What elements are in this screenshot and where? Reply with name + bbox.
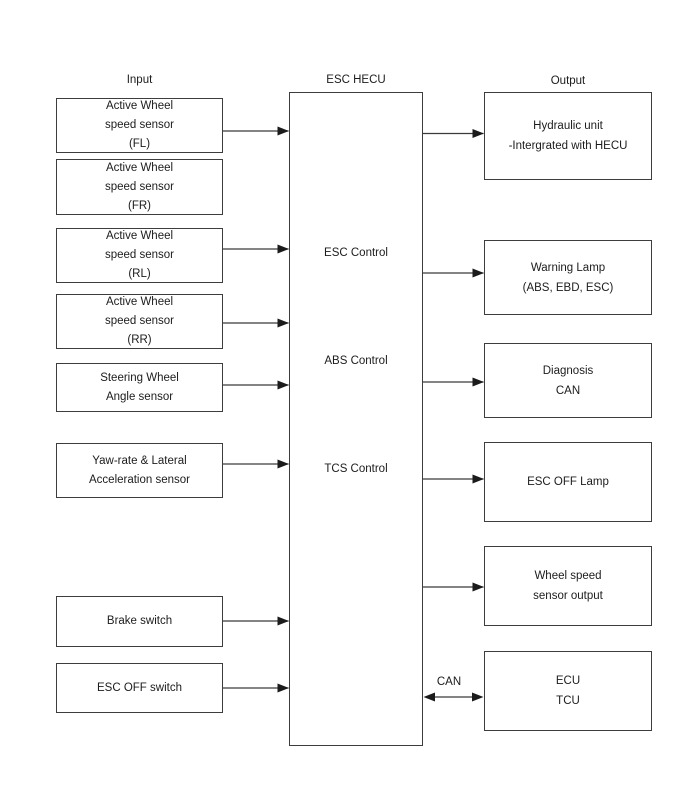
input-column-label: Input (126, 74, 153, 86)
can-arrowhead-left (423, 692, 435, 702)
box-text-line: Brake switch (106, 615, 173, 627)
output-box-warning-lamp: Warning Lamp (ABS, EBD, ESC) (484, 240, 652, 315)
box-text-line: (ABS, EBD, ESC) (522, 281, 614, 294)
box-text-line: Hydraulic unit (533, 120, 603, 132)
output-box-esc-off-lamp: ESC OFF Lamp (484, 442, 652, 522)
input-box-esc-off-switch: ESC OFF switch (56, 663, 223, 713)
box-text-line: speed sensor (104, 315, 175, 327)
box-text-line: Active Wheel (105, 161, 174, 174)
box-text-line: Steering Wheel (100, 371, 179, 384)
input-box-brake-switch: Brake switch (56, 596, 223, 647)
box-text-line: -Intergrated with HECU (508, 140, 628, 152)
output-box-wheel-speed-sensor-output: Wheel speed sensor output (484, 546, 652, 626)
box-text-line: Angle sensor (105, 390, 174, 403)
box-text-line: Active Wheel (105, 100, 174, 112)
input-box-active-wheel-speed-sensor-rl: Active Wheel speed sensor (RL) (56, 228, 223, 283)
box-text-line: Warning Lamp (530, 261, 606, 274)
box-text-line: Active Wheel (105, 230, 174, 242)
input-box-active-wheel-speed-sensor-rr: Active Wheel speed sensor (RR) (56, 294, 223, 349)
box-text-line: ECU (555, 675, 581, 687)
box-text-line: Diagnosis (542, 364, 594, 377)
box-text-line: TCU (556, 695, 580, 707)
can-arrowhead-right (472, 692, 484, 702)
output-column-label: Output (550, 75, 586, 87)
output-box-diagnosis-can: Diagnosis CAN (484, 343, 652, 418)
box-text-line: ESC OFF switch (97, 681, 182, 694)
input-box-yaw-rate-lateral-acceleration-sensor: Yaw-rate & Lateral Acceleration sensor (56, 443, 223, 498)
box-text-line: (FL) (128, 138, 151, 150)
esc-hecu-label: ESC HECU (326, 74, 386, 86)
box-text-line: Yaw-rate & Lateral (92, 454, 187, 467)
input-box-steering-wheel-angle-sensor: Steering Wheel Angle sensor (56, 363, 223, 412)
box-text-line: (FR) (128, 199, 151, 212)
box-text-line: Active Wheel (105, 296, 174, 308)
input-box-active-wheel-speed-sensor-fl: Active Wheel speed sensor (FL) (56, 98, 223, 153)
box-text-line: (RR) (127, 334, 152, 346)
can-bus-label: CAN (436, 676, 462, 688)
box-text-line: ESC OFF Lamp (527, 476, 609, 488)
output-box-hydraulic-unit: Hydraulic unit -Intergrated with HECU (484, 92, 652, 180)
box-text-line: CAN (555, 384, 581, 397)
hecu-function-esc-control: ESC Control (324, 247, 388, 259)
box-text-line: (RL) (128, 268, 151, 280)
output-box-ecu-tcu: ECU TCU (484, 651, 652, 731)
hecu-function-abs-control: ABS Control (324, 355, 388, 367)
box-text-line: Acceleration sensor (89, 473, 190, 486)
box-text-line: speed sensor (104, 119, 175, 131)
input-box-active-wheel-speed-sensor-fr: Active Wheel speed sensor (FR) (56, 159, 223, 215)
box-text-line: Wheel speed (534, 570, 602, 582)
box-text-line: speed sensor (104, 180, 175, 193)
hecu-function-tcs-control: TCS Control (324, 463, 388, 475)
box-text-line: sensor output (533, 590, 603, 602)
esc-hecu-box: ESC Control ABS Control TCS Control (289, 92, 423, 746)
box-text-line: speed sensor (104, 249, 175, 261)
